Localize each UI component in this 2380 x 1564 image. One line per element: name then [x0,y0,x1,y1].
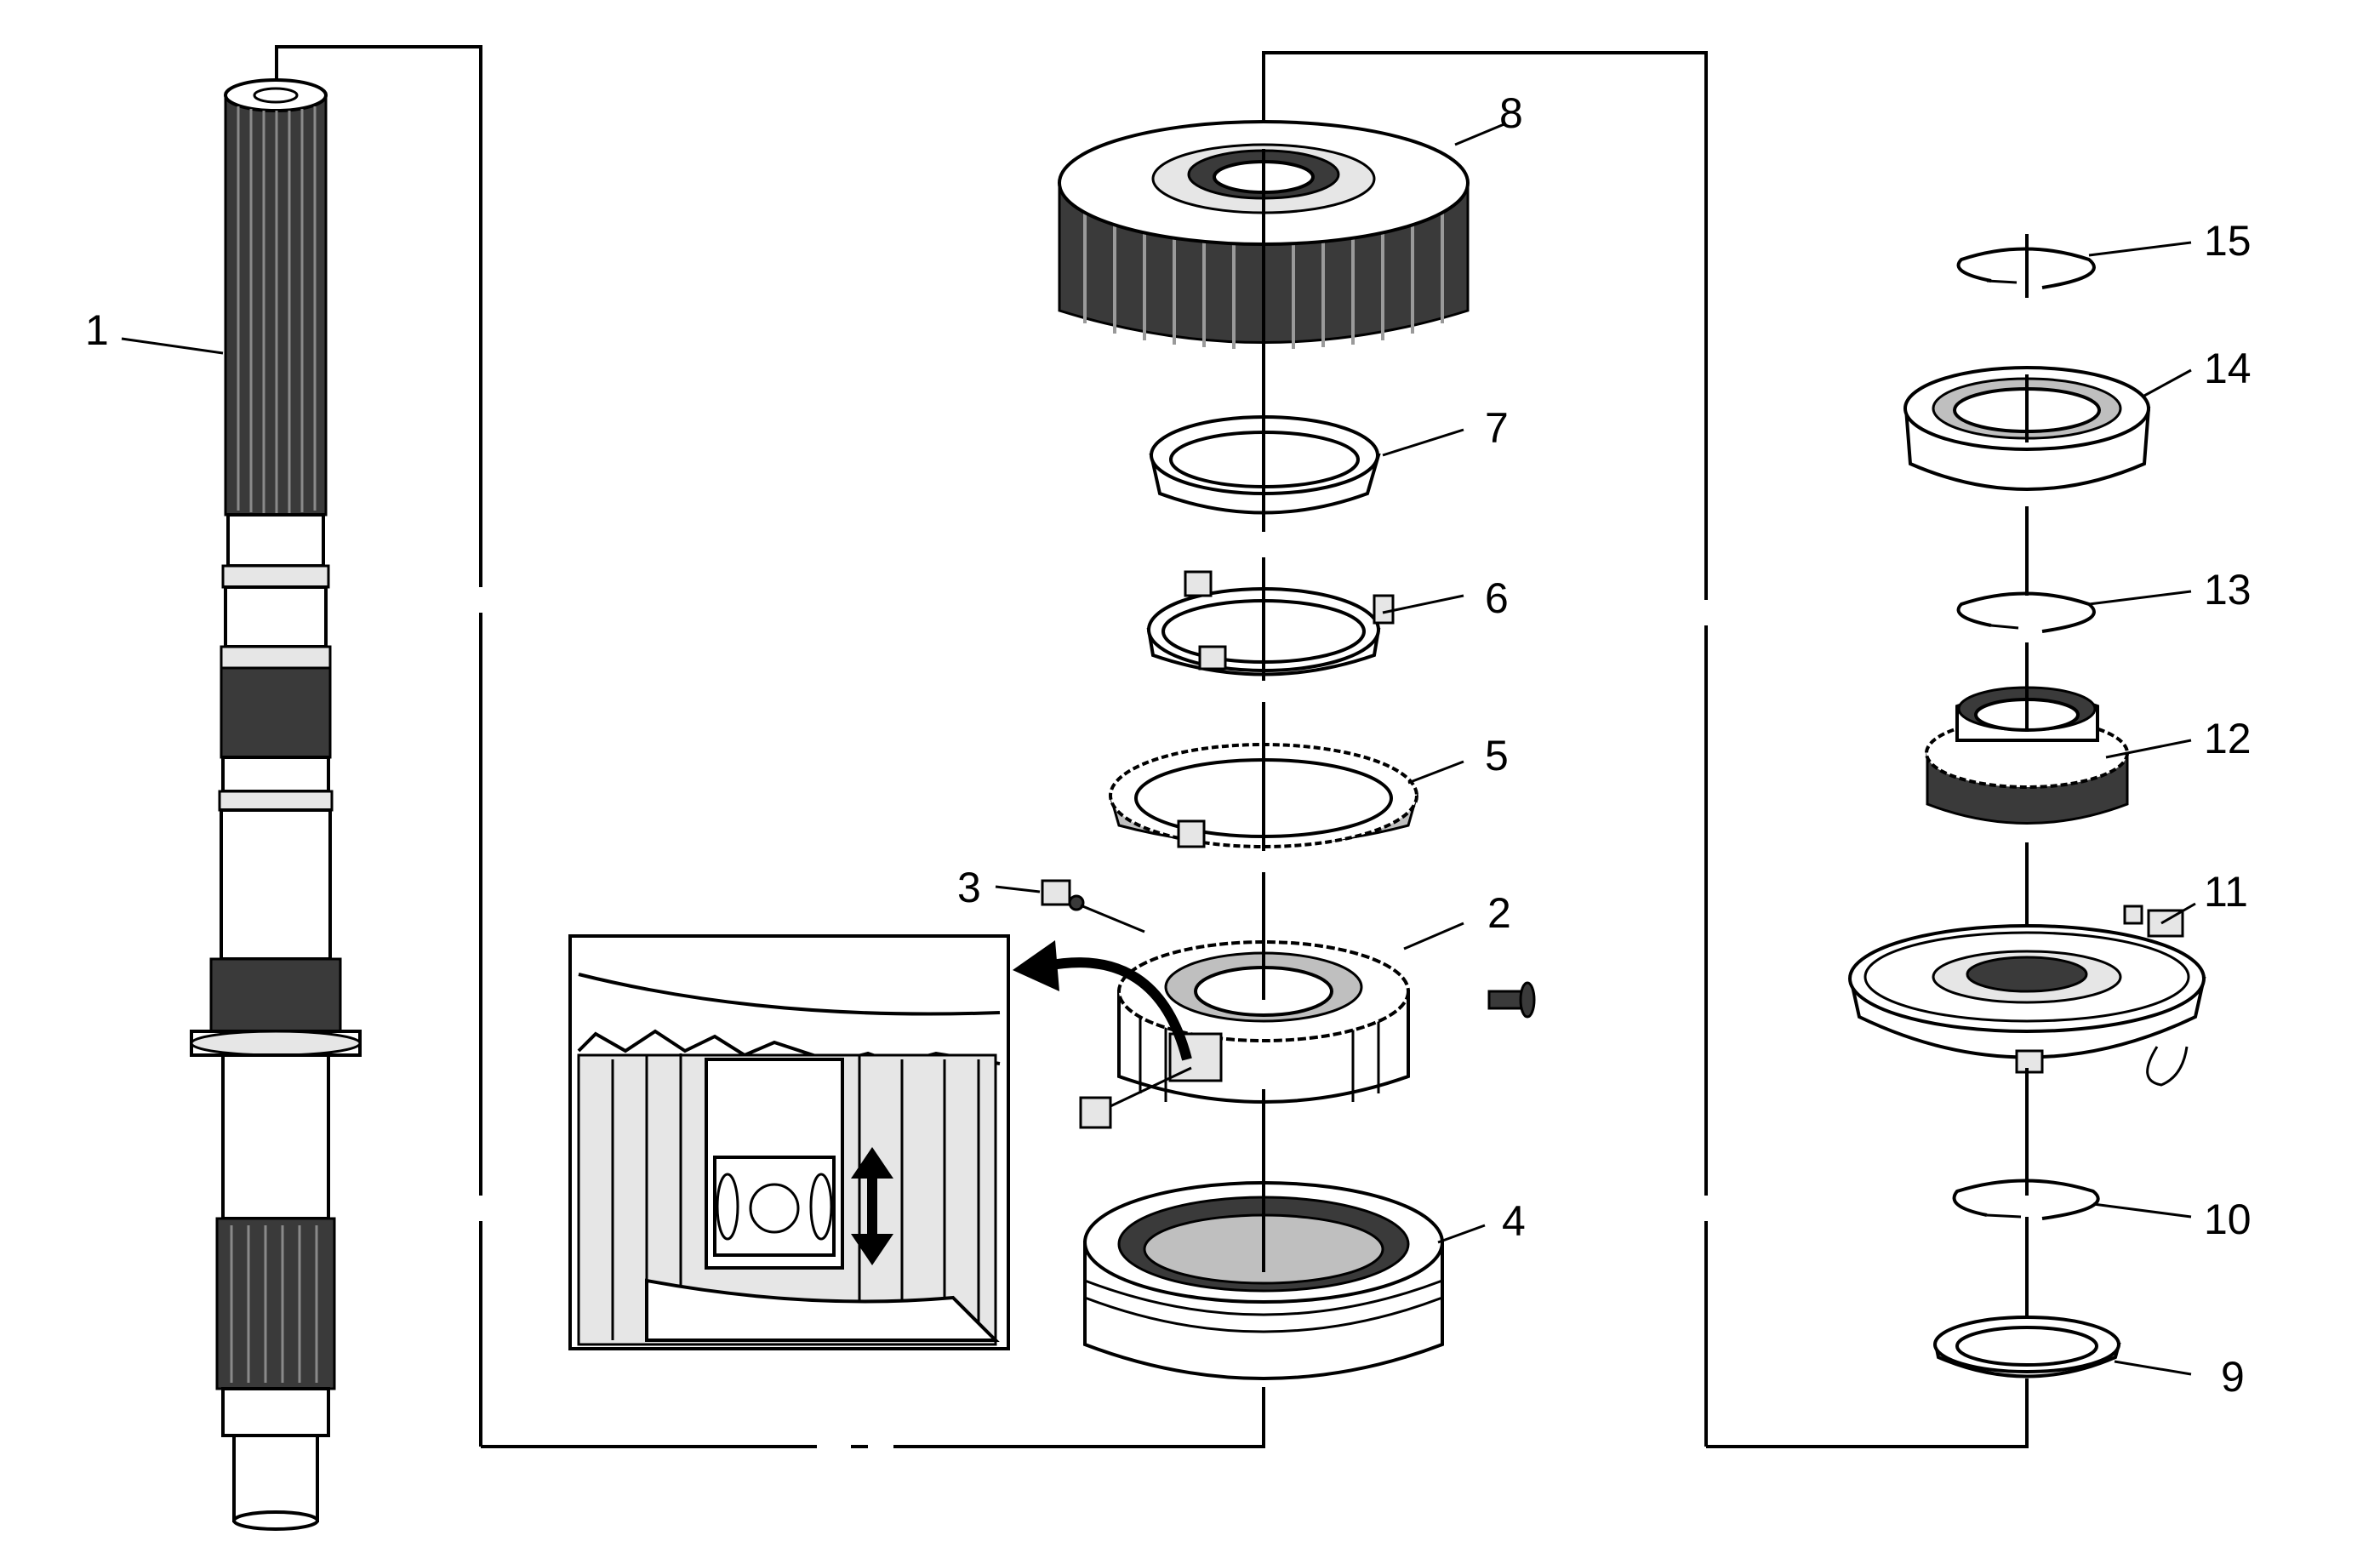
leader-11 [2160,902,2196,925]
callout-10: 10 [2204,1196,2252,1243]
double-arrow-icon [851,1147,893,1265]
leader-12 [2105,739,2192,759]
callout-3: 3 [957,864,981,911]
leader-13 [2088,590,2192,606]
callout-2: 2 [1487,889,1511,937]
leader-3 [995,885,1041,893]
callout-11: 11 [2204,868,2248,916]
leader-2 [1403,922,1464,950]
synchronizer-hub [1041,879,1536,1129]
leader-6 [1382,594,1464,614]
leader-10 [2092,1202,2192,1219]
callout-13: 13 [2204,566,2252,614]
ring-6 [1146,570,1395,676]
leader-4 [1437,1224,1486,1244]
snap-ring-15 [1956,247,2096,289]
gear-12 [1925,686,2129,825]
leader-5 [1407,760,1464,785]
callout-15: 15 [2204,217,2252,265]
callout-8: 8 [1499,89,1523,137]
leader-15 [2088,241,2192,257]
washer-9 [1933,1316,2121,1378]
snap-ring-13 [1956,591,2096,633]
callout-9: 9 [2221,1353,2245,1401]
callout-1: 1 [85,306,109,354]
leader-14 [2143,368,2192,397]
leader-8 [1454,122,1507,146]
callout-14: 14 [2204,345,2252,392]
curved-arrow-icon [1013,940,1192,1061]
callout-4: 4 [1502,1197,1526,1245]
leader-7 [1382,428,1464,457]
callout-12: 12 [2204,715,2252,762]
callout-6: 6 [1485,574,1509,622]
detail-inset [568,934,1010,1350]
callout-7: 7 [1485,404,1509,452]
leader-1 [121,337,224,355]
housing-11 [1848,905,2206,1087]
leader-9 [2114,1360,2192,1376]
snap-ring-10 [1952,1179,2100,1220]
callout-5: 5 [1485,732,1509,779]
main-shaft [190,78,362,1531]
